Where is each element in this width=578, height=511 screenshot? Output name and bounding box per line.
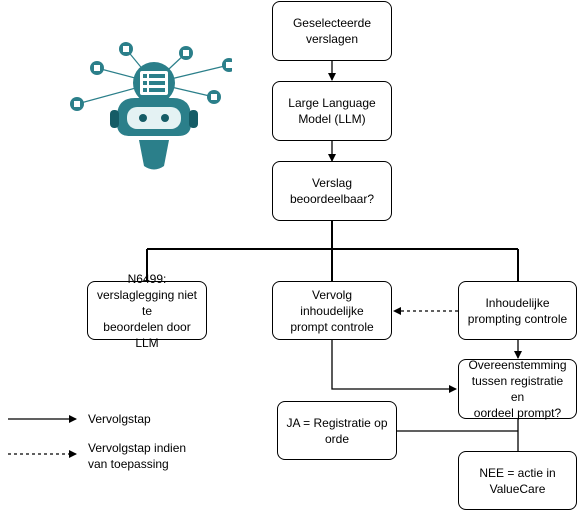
node-verslag-beoordeelbaar: Verslag beoordeelbaar?	[272, 161, 392, 221]
legend-dashed-label: Vervolgstap indien van toepassing	[88, 441, 187, 471]
node-inhoudelijke-prompting: Inhoudelijke prompting controle	[458, 281, 577, 340]
node-overeenstemming: Overeenstemming tussen registratie en oo…	[458, 358, 577, 420]
node-llm: Large Language Model (LLM)	[272, 81, 392, 141]
legend-solid-label: Vervolgstap	[88, 412, 151, 426]
robot-llm-icon	[70, 42, 232, 170]
node-nee-actie: NEE = actie in ValueCare	[458, 451, 577, 510]
arrow-vervolg-to-overeenstemming	[331, 340, 457, 393]
node-vervolg-inhoudelijke: Vervolg inhoudelijke prompt controle	[272, 281, 392, 340]
node-n6499: N6499: verslaglegging niet te beoordelen…	[87, 272, 207, 350]
node-ja-registratie: JA = Registratie op orde	[277, 401, 397, 460]
node-geselecteerde-verslagen: Geselecteerde verslagen	[272, 1, 392, 61]
